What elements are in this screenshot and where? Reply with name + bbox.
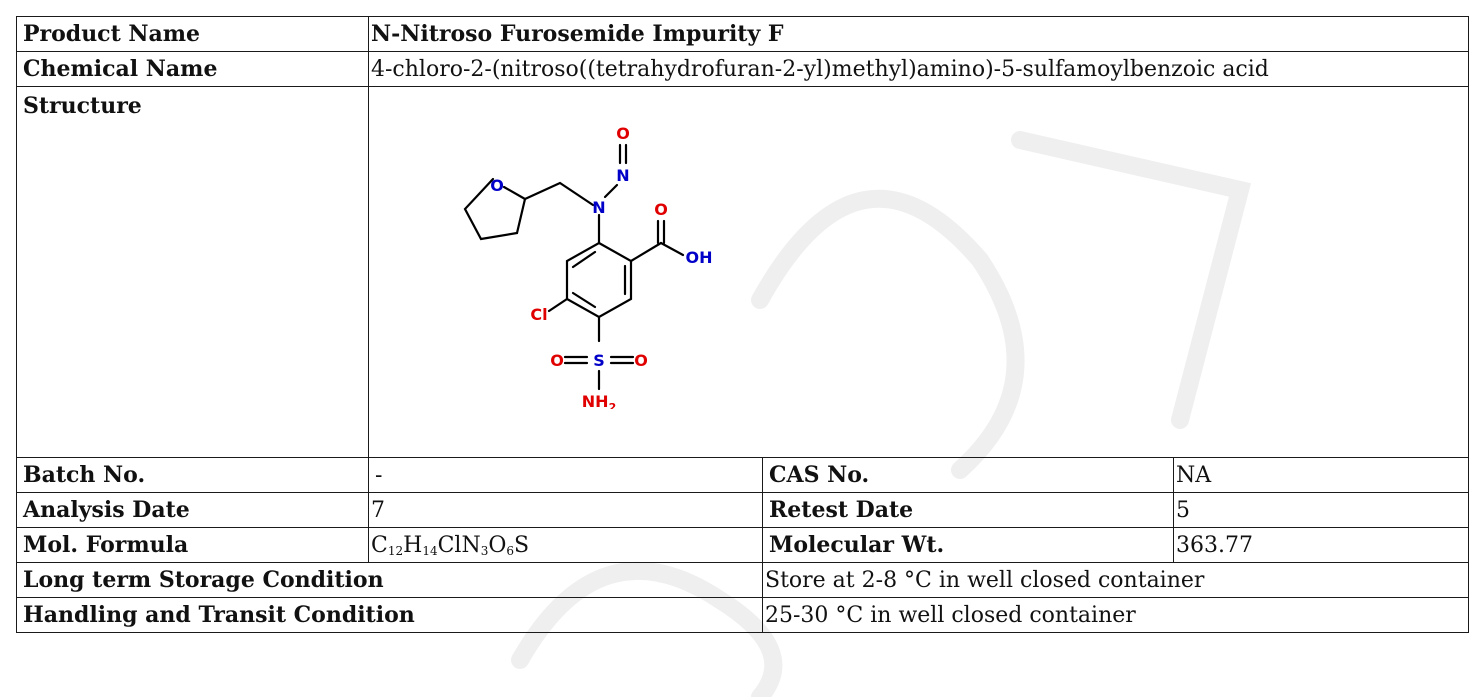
mol-formula-label: Mol. Formula bbox=[16, 527, 369, 563]
structure-label: Structure bbox=[16, 86, 369, 458]
product-name-label: Product Name bbox=[16, 16, 369, 52]
atom-nh2: NH2 bbox=[582, 392, 616, 409]
cas-no-value: NA bbox=[1172, 457, 1469, 493]
bond bbox=[565, 241, 633, 319]
bond bbox=[547, 297, 569, 313]
batch-no-label: Batch No. bbox=[16, 457, 369, 493]
retest-date-value: 5 bbox=[1172, 492, 1469, 528]
row-chemical-name: Chemical Name 4-chloro-2-(nitroso((tetra… bbox=[16, 51, 1469, 87]
cas-no-label: CAS No. bbox=[762, 457, 1174, 493]
batch-no-value: - bbox=[368, 457, 763, 493]
row-product-name: Product Name N-Nitroso Furosemide Impuri… bbox=[16, 16, 1469, 52]
molecular-wt-value: 363.77 bbox=[1172, 527, 1469, 563]
analysis-date-label: Analysis Date bbox=[16, 492, 369, 528]
row-formula-weight: Mol. Formula C12H14ClN3O6S Molecular Wt.… bbox=[16, 527, 1469, 563]
formula-n-count: 3 bbox=[480, 543, 489, 558]
structure-cell: O N N O O OH Cl S O O NH2 bbox=[367, 86, 1469, 458]
bond bbox=[571, 250, 597, 269]
formula-o-count: 6 bbox=[506, 543, 515, 558]
formula-c: C bbox=[371, 532, 388, 558]
atom-n-nitroso: N bbox=[616, 166, 629, 185]
atom-s: S bbox=[593, 351, 605, 370]
chemical-name-label: Chemical Name bbox=[16, 51, 369, 87]
formula-c-count: 12 bbox=[387, 543, 404, 558]
long-term-storage-label: Long term Storage Condition bbox=[16, 562, 763, 598]
bond bbox=[659, 241, 685, 257]
formula-cln: ClN bbox=[437, 532, 481, 558]
row-dates: Analysis Date 7 Retest Date 5 bbox=[16, 492, 1469, 528]
molecular-wt-label: Molecular Wt. bbox=[762, 527, 1174, 563]
atom-nh2-text: NH bbox=[582, 392, 609, 409]
atom-n-amine: N bbox=[592, 198, 605, 217]
row-structure: Structure bbox=[16, 86, 1469, 458]
row-batch-cas: Batch No. - CAS No. NA bbox=[16, 457, 1469, 493]
handling-transit-label: Handling and Transit Condition bbox=[16, 597, 763, 633]
chemical-name-value: 4-chloro-2-(nitroso((tetrahydrofuran-2-y… bbox=[367, 51, 1469, 87]
bond bbox=[629, 241, 663, 263]
formula-s: S bbox=[514, 532, 530, 558]
product-name-value: N-Nitroso Furosemide Impurity F bbox=[367, 16, 1469, 52]
atom-nh2-sub: 2 bbox=[609, 401, 617, 409]
bond bbox=[603, 183, 619, 199]
structure-image: O N N O O OH Cl S O O NH2 bbox=[463, 124, 713, 409]
formula-h-count: 14 bbox=[422, 543, 438, 558]
row-long-term-storage: Long term Storage Condition Store at 2-8… bbox=[16, 562, 1469, 598]
handling-transit-value: 25-30 °C in well closed container bbox=[761, 597, 1469, 633]
atom-o-ring: O bbox=[490, 176, 504, 195]
atom-o-carbonyl: O bbox=[654, 200, 668, 219]
atom-oh: OH bbox=[686, 248, 713, 267]
row-handling-transit: Handling and Transit Condition 25-30 °C … bbox=[16, 597, 1469, 633]
formula-h: H bbox=[403, 532, 423, 558]
bond bbox=[463, 177, 527, 241]
atom-o-right: O bbox=[634, 351, 648, 370]
atom-o-left: O bbox=[550, 351, 564, 370]
mol-formula-value: C12H14ClN3O6S bbox=[368, 527, 763, 563]
long-term-storage-value: Store at 2-8 °C in well closed container bbox=[761, 562, 1469, 598]
atom-o-nitroso: O bbox=[616, 124, 630, 143]
atom-cl: Cl bbox=[530, 305, 547, 324]
bond bbox=[502, 185, 527, 201]
analysis-date-value: 7 bbox=[368, 492, 763, 528]
bond bbox=[571, 291, 597, 309]
bond bbox=[523, 181, 595, 207]
coa-table: Product Name N-Nitroso Furosemide Impuri… bbox=[16, 16, 1469, 633]
retest-date-label: Retest Date bbox=[762, 492, 1174, 528]
formula-o: O bbox=[488, 532, 507, 558]
